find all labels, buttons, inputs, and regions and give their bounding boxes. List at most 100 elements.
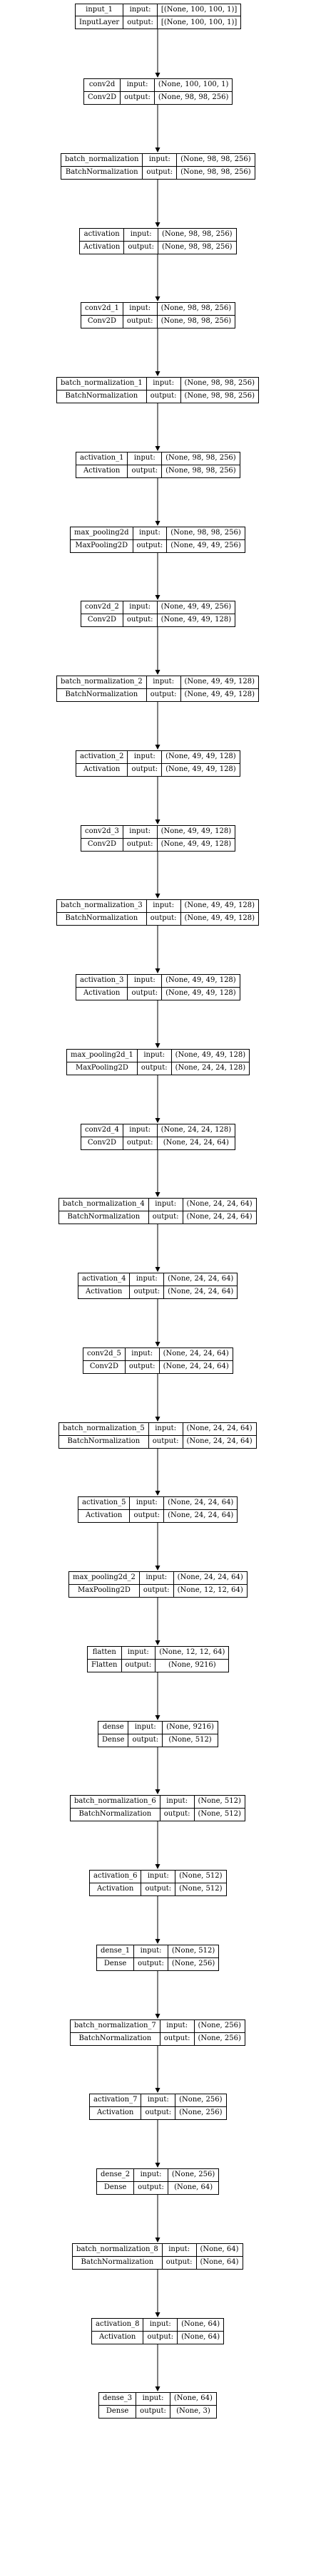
input-label: input: [130,1273,165,1286]
output-label: output: [138,1062,172,1075]
layer-type: Activation [80,241,125,254]
arrow-head [155,1939,160,1944]
layer-type: BatchNormalization [57,688,147,701]
output-shape: (None, 98, 98, 256) [184,392,255,400]
input-shape: (None, 64) [170,2393,216,2406]
arrow-head [155,819,160,824]
input-label: input: [128,452,163,465]
output-label: output: [141,1883,176,1895]
arrow-head [155,1715,160,1720]
output-shape: (None, 256) [179,2109,223,2117]
output-shape: [(None, 100, 100, 1)] [160,18,238,26]
layer-name: conv2d_1 [81,303,123,316]
input-shape: (None, 256) [194,2020,245,2033]
output-shape: (None, 24, 24, 64) [163,1139,229,1147]
input-label: input: [160,1796,195,1809]
layer-type: BatchNormalization [59,1211,149,1224]
output-label: output: [134,1957,168,1970]
layer-type: Conv2D [81,315,123,328]
layer-name: dense [98,1722,129,1734]
input-label: input: [123,826,158,839]
output-label: output: [136,2405,170,2418]
input-label: input: [130,1497,165,1510]
arrow-head [155,1342,160,1347]
layer-name: activation_8 [92,2319,144,2332]
input-label: input: [143,154,178,167]
input-label: input: [121,1647,156,1660]
layer-type: Dense [97,1957,135,1970]
input-label: input: [133,527,168,540]
input-shape: (None, 64) [196,2244,243,2257]
arrow-head [155,371,160,376]
input-label: input: [160,2020,195,2033]
arrow-head [155,968,160,973]
input-shape: (None, 24, 24, 64) [183,1199,256,1211]
output-shape: (None, 9216) [168,1661,216,1670]
arrow-head [155,1043,160,1048]
output-label: output: [140,1584,174,1597]
output-shape: (None, 24, 24, 64) [168,1511,234,1520]
layer-type: BatchNormalization [59,1435,149,1448]
input-shape: (None, 24, 24, 64) [183,1423,256,1436]
input-label: input: [146,378,181,390]
layer-type: Conv2D [81,614,123,626]
input-shape: (None, 24, 24, 128) [157,1124,235,1137]
output-shape: (None, 49, 49, 128) [165,765,236,774]
output-shape: (None, 98, 98, 256) [162,243,233,252]
input-label: input: [123,4,158,16]
output-label: output: [128,1734,163,1747]
output-label: output: [124,241,159,254]
layer-type: Activation [78,1286,131,1298]
output-shape: (None, 64) [181,2333,220,2342]
input-shape: (None, 98, 98, 256) [162,452,240,465]
layer-type: Flatten [88,1659,122,1672]
layer-name: max_pooling2d_1 [67,1050,138,1062]
output-label: output: [149,1211,183,1224]
layer-name: conv2d_4 [81,1124,123,1137]
layer-type: BatchNormalization [71,1808,160,1821]
arrow-head [155,2088,160,2093]
output-shape: (None, 49, 49, 128) [160,840,232,849]
input-shape: (None, 49, 49, 128) [171,1050,250,1062]
output-shape: (None, 49, 49, 128) [160,616,232,624]
input-shape: (None, 98, 98, 256) [180,378,259,390]
layer-name: batch_normalization_5 [59,1423,149,1436]
input-label: input: [134,2169,168,2182]
output-label: output: [128,987,163,1000]
arrow-head [155,1267,160,1272]
output-label: output: [160,2032,195,2045]
arrow-head [155,1118,160,1123]
input-label: input: [128,975,163,988]
output-label: output: [147,390,181,403]
input-label: input: [146,676,181,689]
layer-name: conv2d_3 [81,826,123,839]
layer-name: flatten [88,1647,122,1660]
arrow-head [155,521,160,526]
arrow-head [155,2163,160,2168]
output-shape: (None, 49, 49, 128) [184,914,255,923]
input-shape: (None, 98, 98, 256) [157,303,235,316]
output-label: output: [130,1509,165,1522]
input-label: input: [143,2319,178,2332]
layer-type: BatchNormalization [73,2256,163,2269]
arrow-head [155,1192,160,1197]
output-label: output: [123,315,158,328]
input-shape: (None, 49, 49, 128) [180,676,259,689]
layer-name: activation_7 [90,2094,142,2107]
output-shape: (None, 98, 98, 256) [165,467,236,475]
output-shape: (None, 64) [174,2183,213,2192]
